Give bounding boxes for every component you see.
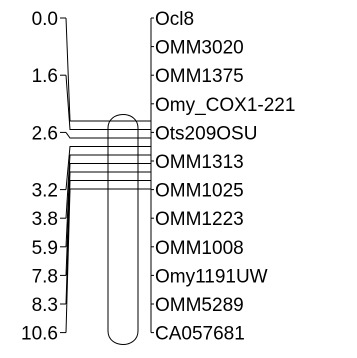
connector-right-10 — [138, 180, 152, 304]
marker-position: 3.2 — [32, 181, 58, 202]
connector-right-6 — [138, 146, 152, 190]
marker-name: OMM3020 — [155, 38, 244, 59]
connector-left-11 — [65, 188, 108, 333]
chromosome-bar — [107, 114, 139, 345]
chromosome-outline — [107, 114, 139, 345]
marker-position: 0.0 — [32, 9, 58, 30]
connector-left-0 — [65, 17, 108, 122]
marker-position: 2.6 — [32, 123, 58, 144]
connector-left-9 — [65, 171, 108, 276]
connector-right-0 — [138, 18, 152, 122]
connector-right-9 — [138, 171, 152, 276]
marker-position: 10.6 — [21, 324, 58, 345]
connector-lines — [60, 17, 154, 334]
marker-name: Ots209OSU — [155, 123, 257, 144]
marker-position: 1.6 — [32, 66, 58, 87]
marker-name: Omy1191UW — [155, 266, 268, 287]
connector-right-11 — [138, 188, 152, 333]
connector-right-4 — [138, 132, 152, 139]
marker-position: 8.3 — [32, 295, 58, 316]
connector-left-8 — [65, 163, 108, 247]
marker-name: OMM1313 — [155, 152, 244, 173]
connector-left-6 — [65, 146, 108, 190]
connector-right-5 — [138, 137, 152, 161]
connector-right-8 — [138, 163, 152, 247]
marker-name: OMM5289 — [155, 295, 244, 316]
marker-name: OMM1008 — [155, 238, 244, 259]
marker-name: OMM1223 — [155, 209, 244, 230]
connector-left-7 — [65, 154, 108, 219]
connector-left-10 — [65, 180, 108, 305]
connector-left-2 — [65, 75, 108, 130]
marker-name: CA057681 — [155, 324, 245, 345]
connector-left-4 — [65, 132, 108, 139]
marker-name: Ocl8 — [155, 9, 194, 30]
marker-position: 3.8 — [32, 209, 58, 230]
marker-position: 5.9 — [32, 238, 58, 259]
connector-right-1 — [138, 46, 152, 122]
marker-name: Omy_COX1-221 — [155, 95, 295, 116]
connector-right-7 — [138, 154, 152, 219]
marker-name: OMM1375 — [155, 66, 244, 87]
marker-name: OMM1025 — [155, 181, 244, 202]
marker-position: 7.8 — [32, 266, 58, 287]
